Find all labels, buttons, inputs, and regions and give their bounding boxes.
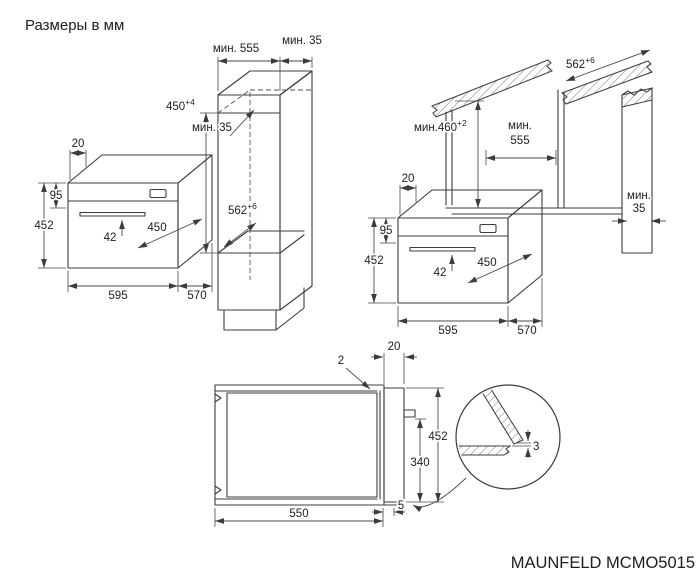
dim-unit-depth: 562+6 bbox=[566, 55, 595, 71]
sideview-oven-frame bbox=[383, 387, 405, 503]
cabinet-side-face bbox=[279, 70, 313, 311]
dim-oven-height: 452 bbox=[364, 255, 383, 267]
dim-oven-front-overhang: 20 bbox=[402, 173, 415, 185]
model-label: MAUNFELD MCMO5015 bbox=[511, 554, 695, 572]
dim-oven-body-depth: 450 bbox=[147, 222, 166, 234]
dim-unit-depth-min-value: 555 bbox=[510, 135, 529, 147]
cabinet-niche-opening bbox=[217, 112, 281, 254]
sideview-top-panel bbox=[214, 384, 385, 392]
back-panel bbox=[557, 89, 565, 209]
oven-handle bbox=[409, 246, 476, 252]
dim-unit-depth-min-word: мин. bbox=[508, 120, 532, 132]
dim-unit-rear-gap-word: мин. bbox=[627, 190, 651, 202]
dim-oven-handle-offset: 42 bbox=[434, 267, 447, 279]
niche-floor bbox=[445, 207, 623, 215]
dim-frame-depth: 20 bbox=[388, 341, 401, 353]
dim-detail-gap: 3 bbox=[533, 441, 539, 453]
right-oven-drawing: 20 95 452 42 450 595 570 bbox=[363, 171, 543, 339]
right-wall bbox=[621, 87, 653, 254]
page-title: Размеры в мм bbox=[25, 17, 124, 34]
dim-inner-gap-min: мин. 35 bbox=[192, 122, 232, 134]
dim-unit-niche-height: мин.460+2 bbox=[414, 118, 467, 134]
oven-top-face bbox=[67, 154, 213, 184]
dim-body-depth: 550 bbox=[289, 508, 308, 520]
sideview-oven-body bbox=[226, 392, 378, 498]
dim-oven-width: 595 bbox=[438, 325, 457, 337]
tall-cabinet-drawing: мин. 555 мин. 35 450+4 мин. 35 562+6 bbox=[164, 33, 324, 331]
dim-cabinet-depth: 562+6 bbox=[228, 201, 257, 217]
cabinet-top-face bbox=[217, 70, 313, 96]
oven-side-face bbox=[507, 189, 543, 304]
sideview-bottom-panel bbox=[214, 498, 405, 506]
dim-sideview-height: 452 bbox=[428, 431, 447, 443]
detail-circle: 3 bbox=[455, 384, 561, 490]
dim-lower-height: 340 bbox=[410, 457, 429, 469]
dim-rear-gap-min: мин. 35 bbox=[282, 35, 322, 47]
sideview-cabinet-front bbox=[379, 384, 385, 506]
corner-unit-drawing: 562+6 мин.460+2 мин. 555 мин. 35 bbox=[412, 49, 666, 254]
dim-oven-handle-offset: 42 bbox=[104, 232, 117, 244]
dim-unit-rear-gap-value: 35 bbox=[633, 203, 646, 215]
oven-display bbox=[479, 223, 497, 234]
dim-bottom-gap: 5 bbox=[398, 500, 404, 512]
oven-handle bbox=[79, 211, 146, 217]
dim-niche-height: 450+4 bbox=[166, 97, 195, 113]
oven-display bbox=[149, 188, 167, 199]
dim-oven-height: 452 bbox=[34, 220, 53, 232]
detail-circle-outline bbox=[455, 384, 561, 490]
callout-arrow bbox=[412, 477, 467, 513]
dim-top-gap: 2 bbox=[338, 355, 344, 367]
dim-oven-panel-height: 95 bbox=[50, 190, 63, 202]
left-oven-drawing: 20 95 452 42 450 595 570 bbox=[33, 136, 213, 304]
dim-oven-panel-height: 95 bbox=[380, 225, 393, 237]
dim-niche-depth-min: мин. 555 bbox=[213, 43, 259, 55]
dim-oven-body-depth: 450 bbox=[477, 257, 496, 269]
side-view-drawing: 20 2 452 340 550 5 bbox=[214, 339, 449, 527]
cut-worktop-panel bbox=[431, 59, 553, 118]
dim-oven-front-overhang: 20 bbox=[72, 138, 85, 150]
dim-oven-depth: 570 bbox=[517, 325, 536, 337]
cabinet-base bbox=[223, 287, 305, 331]
dim-oven-width: 595 bbox=[108, 290, 127, 302]
oven-side-face bbox=[177, 154, 213, 269]
sideview-oven-handle bbox=[403, 409, 416, 418]
dim-oven-depth: 570 bbox=[187, 290, 206, 302]
detail-cabinet-panel bbox=[458, 445, 512, 456]
right-wall-cut-section bbox=[621, 87, 653, 108]
cabinet-hidden-edges bbox=[217, 89, 312, 280]
sideview-break-marks bbox=[214, 393, 222, 495]
